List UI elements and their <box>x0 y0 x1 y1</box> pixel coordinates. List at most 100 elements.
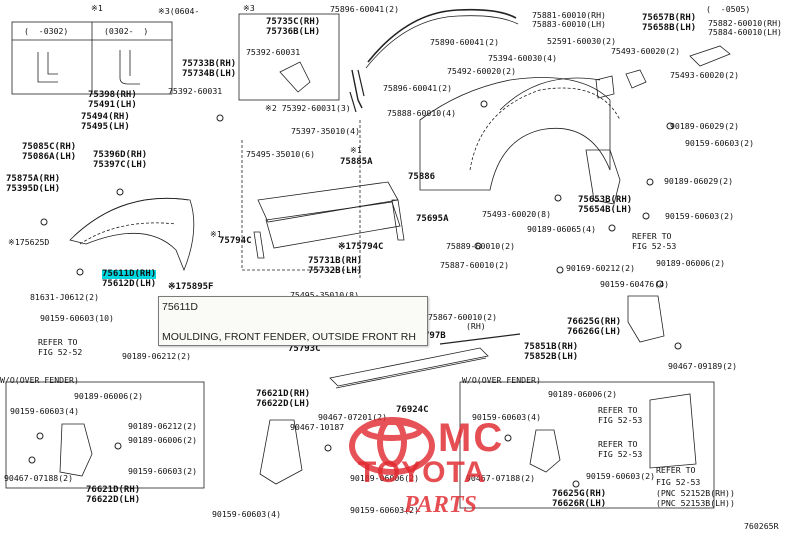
label-75793C: 75793C <box>288 344 321 354</box>
watermark-mc: MC <box>438 416 505 460</box>
label-75653B: 75653B(RH) <box>578 195 633 205</box>
label-75086A: 75086A(LH) <box>22 152 77 162</box>
label-75611D-highlighted[interactable]: 75611D(RH) <box>102 269 157 279</box>
label-75732B: 75732B(LH) <box>308 266 363 276</box>
w-o-over-fender-box-right <box>459 381 715 509</box>
label-75495-35010-8: 75495-35010(8) <box>290 290 360 300</box>
label-w-o-over-fender-right: W/O(OVER FENDER) <box>462 375 541 385</box>
label-75735C: 75735C(RH) <box>266 17 321 27</box>
label-76622D-a: 76622D(LH) <box>86 495 141 505</box>
part-tooltip: 75611D MOULDING, FRONT FENDER, OUTSIDE F… <box>158 296 428 346</box>
roof-moulding-edge <box>365 15 519 69</box>
label-75794C-b: ※175794C <box>338 242 384 252</box>
label-w-o-over-fender-left: W/O(OVER FENDER) <box>0 375 79 385</box>
label-75492: 75492-60020(2) <box>447 66 517 76</box>
label-75392-left: 75392-60031 <box>168 86 223 96</box>
w-o-over-fender-box-left <box>5 381 205 489</box>
bracket-shape-right <box>119 50 140 85</box>
label-76625G-b: 76625G(RH) <box>552 489 607 499</box>
label-rh-note: (RH) <box>466 321 486 331</box>
label-date-range-left: ( -0302) <box>24 26 69 36</box>
label-75794C: 75794C <box>219 236 252 246</box>
label-76625G: 76625G(RH) <box>567 317 622 327</box>
label-75392-60031: 75392-60031 <box>246 47 301 57</box>
label-76924C: 76924C <box>396 405 429 415</box>
label-75886: 75886 <box>408 172 436 182</box>
label-90189-06212: 90189-06212(2) <box>122 351 192 361</box>
label-76621D-a: 76621D(RH) <box>86 485 141 495</box>
label-90159-2-c: 90159-60603(2) <box>586 471 656 481</box>
label-90467-07188-b: 90467-07188(2) <box>466 473 536 483</box>
label-note-3: ※3 <box>243 3 255 13</box>
label-90189-06006-d: 90189-06006(2) <box>350 473 420 483</box>
mudflap-upper-right <box>627 295 665 343</box>
label-75882: 75882-60010(RH) <box>708 18 782 28</box>
label-75612D: 75612D(LH) <box>102 279 157 289</box>
label-75881: 75881-60010(RH) <box>532 10 606 20</box>
rear-panel-plate <box>595 75 615 99</box>
label-75657B: 75657B(RH) <box>642 13 697 23</box>
label-76626G: 76626G(LH) <box>567 327 622 337</box>
arrow-direction <box>689 45 731 67</box>
label-75883: 75883-60010(LH) <box>532 19 606 29</box>
label-75896-60041-top: 75896-60041(2) <box>330 4 400 14</box>
label-81631: 81631-J0612(2) <box>30 292 100 302</box>
label-75733B: 75733B(RH) <box>182 59 237 69</box>
label-75491: 75491(LH) <box>88 100 137 110</box>
label-75493-top: 75493-60020(2) <box>611 46 681 56</box>
tooltip-part-description: MOULDING, FRONT FENDER, OUTSIDE FRONT RH <box>162 331 416 343</box>
label-75396D: 75396D(RH) <box>93 150 148 160</box>
label-75625D: ※175625D <box>8 237 50 247</box>
label-90189-06006-a: 90189-06006(2) <box>656 258 726 268</box>
label-90159-60476: 90159-60476(4) <box>600 279 670 289</box>
label-75888: 75888-60010(4) <box>387 108 457 118</box>
label-refer-to-e: REFER TO <box>656 465 696 475</box>
label-note-3-date: ※3(0604- <box>158 6 200 16</box>
label-90467-07188-a: 90467-07188(2) <box>4 473 74 483</box>
label-75887: 75887-60010(2) <box>440 260 510 270</box>
label-90467-07201: 90467-07201(2) <box>318 412 388 422</box>
roof-moulding <box>367 8 517 63</box>
mudflap-left <box>59 423 93 477</box>
label-fig-52-53-e: FIG 52-53 <box>656 477 701 487</box>
label-75395D: 75395D(LH) <box>6 184 61 194</box>
label-75875A: 75875A(RH) <box>6 174 61 184</box>
label-797B: 797B <box>424 331 446 341</box>
label-76621D-b: 76621D(RH) <box>256 389 311 399</box>
inset-box-3 <box>238 13 340 101</box>
label-fig-52-53-a: FIG 52-53 <box>632 241 677 251</box>
label-refer-to-a: REFER TO <box>632 231 672 241</box>
label-75889: 75889-60010(2) <box>446 241 516 251</box>
label-90189-06006-b: 90189-06006(2) <box>74 391 144 401</box>
label-75851B: 75851B(RH) <box>524 342 579 352</box>
label-90189-06006-c: 90189-06006(2) <box>128 435 198 445</box>
label-75734B: 75734B(LH) <box>182 69 237 79</box>
label-note-1-b: ※1 <box>350 145 362 155</box>
label-75896-60041-mid: 75896-60041(2) <box>383 83 453 93</box>
rear-mudflap <box>585 149 621 205</box>
label-90467-10187: 90467-10187 <box>290 422 345 432</box>
label-figure-id: 760265R <box>744 521 779 531</box>
clip-shape <box>279 61 311 93</box>
label-75495-35010-6: 75495-35010(6) <box>246 149 316 159</box>
label-76622D-b: 76622D(LH) <box>256 399 311 409</box>
label-75493-8: 75493-60020(8) <box>482 209 552 219</box>
label-90189-06065: 90189-06065(4) <box>527 224 597 234</box>
label-75895F: ※175895F <box>168 282 214 292</box>
label-90159-2-a: 90159-60603(2) <box>128 466 198 476</box>
side-moulding-lower <box>265 201 401 249</box>
label-75884: 75884-60010(LH) <box>708 27 782 37</box>
label-76626R: 76626R(LH) <box>552 499 607 509</box>
label-fig-52-53-d: FIG 52-53 <box>598 449 643 459</box>
label-refer-to-d: REFER TO <box>598 439 638 449</box>
label-fig-52-53-c: FIG 52-53 <box>598 415 643 425</box>
label-90189-06006-e: 90189-06006(2) <box>548 389 618 399</box>
label-75494: 75494(RH) <box>81 112 130 122</box>
label-pnc-52153B: (PNC 52153B(LH)) <box>656 498 735 508</box>
label-75867: 75867-60010(2) <box>428 312 498 322</box>
label-90189-06212-b: 90189-06212(2) <box>128 421 198 431</box>
label-75654B: 75654B(LH) <box>578 205 633 215</box>
label-75394: 75394-60030(4) <box>488 53 558 63</box>
label-90169-60212: 90169-60212(2) <box>566 263 636 273</box>
